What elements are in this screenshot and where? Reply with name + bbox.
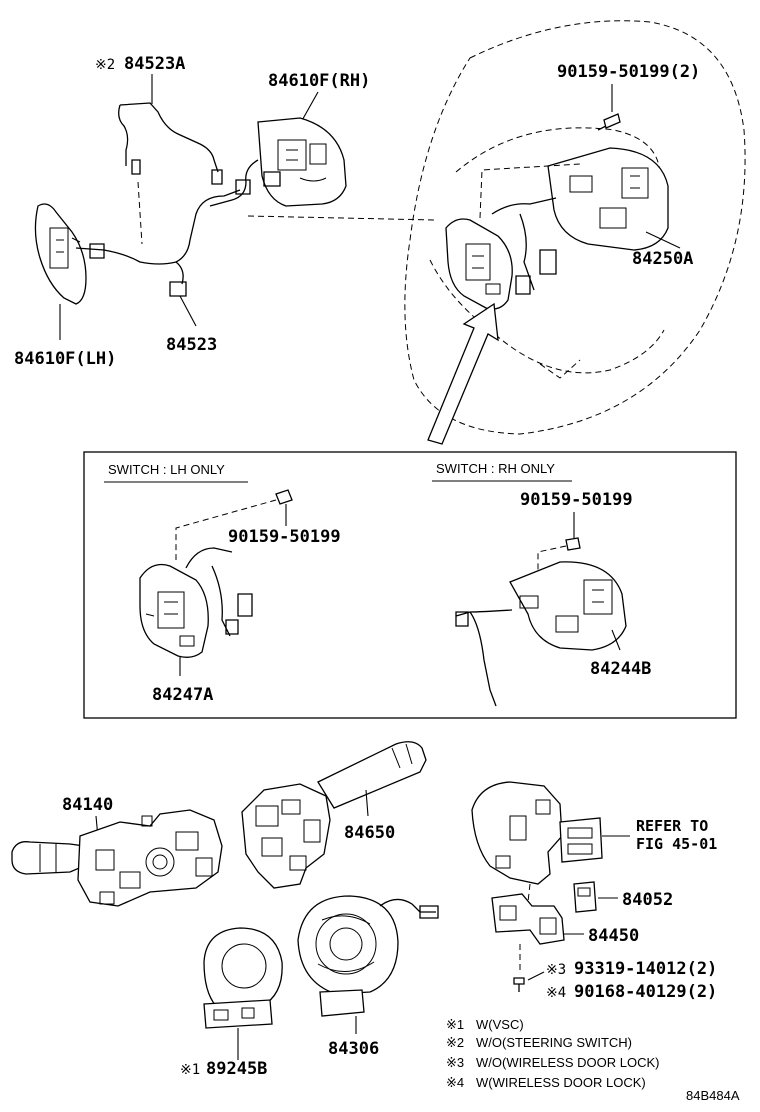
switch-84610F-LH-group: 84610F(LH) 84523 (14, 179, 251, 369)
leader-84250A (645, 231, 681, 249)
box-title-lh: SWITCH : LH ONLY (108, 462, 225, 477)
leader-84244B (611, 629, 621, 651)
harness-84523A (118, 102, 223, 185)
callout-84523[interactable]: 84523 (166, 335, 217, 355)
callout-89245B-mark: ※1 (180, 1062, 200, 1078)
leader-84650 (365, 789, 369, 817)
switch-84247A (139, 563, 209, 658)
steering-wheel-outline (404, 20, 746, 435)
screw-lh-icon (275, 489, 293, 505)
ignition-lock-group: REFER TO FIG 45-01 84052 84450 ※3 93319-… (471, 781, 717, 1002)
wiper-lever (317, 741, 427, 809)
switch-pad-right (547, 147, 669, 251)
spiral-cable-84306-group: 84306 (297, 895, 439, 1059)
turn-signal-84140-group: 84140 (11, 795, 223, 907)
callout-84650[interactable]: 84650 (344, 823, 395, 843)
callout-89245B[interactable]: 89245B (206, 1059, 267, 1079)
callout-bolt2[interactable]: 90168-40129(2) (574, 982, 717, 1002)
note-1-mark: ※1 (446, 1017, 464, 1032)
note-2-text: W/O(STEERING SWITCH) (476, 1035, 632, 1050)
view-arrow (427, 302, 499, 445)
refer-line2[interactable]: FIG 45-01 (636, 835, 717, 853)
spiral-cable (297, 895, 399, 995)
callout-84450[interactable]: 84450 (588, 926, 639, 946)
leader-bolts (527, 971, 545, 981)
bolt-icon (513, 977, 525, 992)
switch-84247A-group: 90159-50199 84247A (139, 489, 341, 705)
switch-pad-left (445, 218, 513, 310)
callout-84052[interactable]: 84052 (622, 890, 673, 910)
diagram-code: 84B484A (686, 1088, 740, 1103)
callout-84306[interactable]: 84306 (328, 1039, 379, 1059)
callout-84610F-LH[interactable]: 84610F(LH) (14, 349, 116, 369)
callout-84244B[interactable]: 84244B (590, 659, 651, 679)
part-84052 (573, 881, 597, 913)
note-3-text: W/O(WIRELESS DOOR LOCK) (476, 1055, 659, 1070)
variant-box-frame (83, 451, 737, 719)
callout-84523A-mark: ※2 (95, 57, 115, 73)
turn-signal-lever (11, 841, 85, 875)
dash-84523A (137, 181, 143, 245)
wiper-switch-body (241, 783, 331, 889)
note-4-text: W(WIRELESS DOOR LOCK) (476, 1075, 646, 1090)
screw-top-icon (597, 113, 621, 131)
callout-bolt1[interactable]: 93319-14012(2) (574, 959, 717, 979)
note-1-text: W(VSC) (476, 1017, 524, 1032)
switch-84610F-LH (34, 203, 87, 305)
steering-sensor (203, 927, 283, 1007)
variant-box: SWITCH : LH ONLY SWITCH : RH ONLY 90159-… (83, 451, 737, 719)
callout-84250A[interactable]: 84250A (632, 249, 693, 269)
switch-84244B (509, 561, 627, 651)
box-title-rh: SWITCH : RH ONLY (436, 461, 555, 476)
part-84450 (491, 893, 565, 945)
note-3-mark: ※3 (446, 1055, 464, 1070)
callout-screw-top[interactable]: 90159-50199(2) (557, 62, 700, 82)
notes-legend: ※1 W(VSC) ※2 W/O(STEERING SWITCH) ※3 W/O… (446, 1017, 659, 1090)
callout-screw-lh[interactable]: 90159-50199 (228, 527, 341, 547)
note-4-mark: ※4 (446, 1075, 464, 1090)
callout-bolt1-mark: ※3 (546, 962, 566, 978)
ignition-lock-cylinder (471, 781, 563, 885)
callout-84247A[interactable]: 84247A (152, 685, 213, 705)
callout-84140[interactable]: 84140 (62, 795, 113, 815)
leader-84523 (179, 295, 197, 327)
harness-84523A-group: ※2 84523A (95, 54, 223, 245)
spiral-sensor-89245B-group: ※1 89245B (180, 927, 283, 1079)
switch-84244B-group: 90159-50199 84244B (455, 490, 651, 707)
callout-screw-rh[interactable]: 90159-50199 (520, 490, 633, 510)
screw-rh-icon (565, 537, 581, 551)
refer-line1[interactable]: REFER TO (636, 817, 708, 835)
steering-wheel-group: 90159-50199(2) 84250A (404, 20, 746, 445)
callout-84610F-RH[interactable]: 84610F(RH) (268, 71, 370, 91)
dash-link-wheel (247, 215, 437, 221)
callout-84523A[interactable]: 84523A (124, 54, 185, 74)
note-2-mark: ※2 (446, 1035, 464, 1050)
callout-bolt2-mark: ※4 (546, 985, 566, 1001)
switch-84610F-RH (257, 117, 347, 207)
wiper-switch-84650-group: 84650 (241, 741, 427, 889)
switch-84610F-RH-group: 84610F(RH) (209, 71, 370, 207)
